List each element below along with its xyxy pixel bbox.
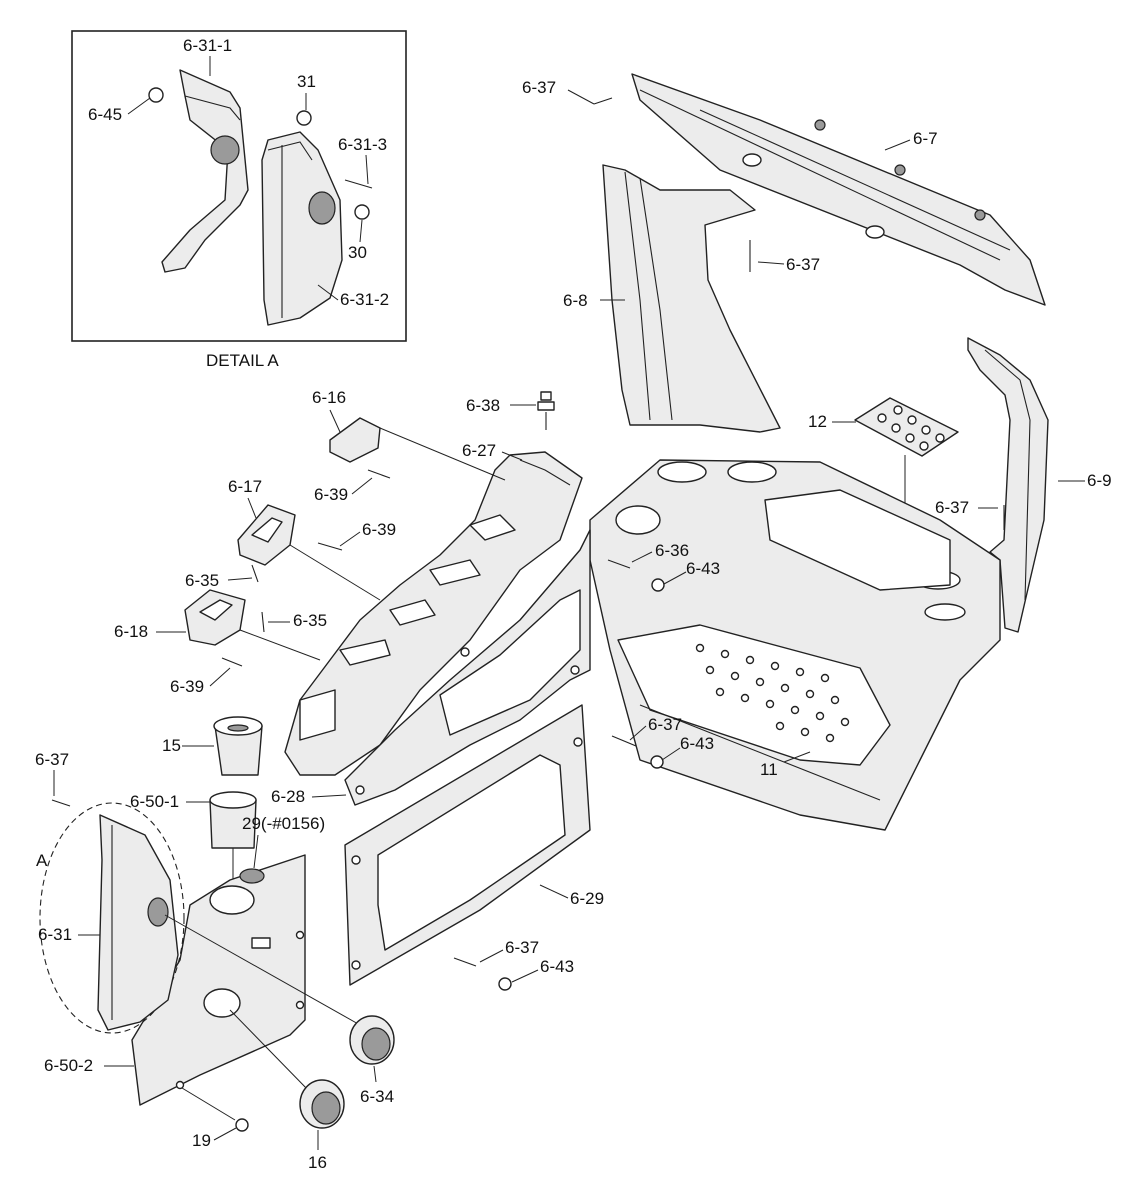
label-6-9: 6-9 [1087, 471, 1112, 490]
label-11: 11 [760, 760, 778, 779]
label-6-37-pillar: 6-37 [786, 255, 820, 274]
label-6-28: 6-28 [271, 787, 305, 806]
detail-a-frame [71, 30, 407, 342]
label-6-31: 6-31 [38, 925, 72, 944]
detail-cap-30 [354, 204, 370, 220]
part-side-panel-6-28 [344, 529, 591, 806]
screw-6-37-mid [611, 735, 637, 747]
part-console-6-27 [284, 451, 583, 776]
part-pad-12 [854, 397, 959, 457]
tray-holes [695, 643, 850, 743]
part-cup-holder-15 [213, 716, 263, 776]
label-6-35-b: 6-35 [293, 611, 327, 630]
label-19: 19 [192, 1131, 211, 1150]
screw-6-38 [537, 391, 555, 430]
label-29: 29(-#0156) [242, 814, 325, 833]
label-6-37-right: 6-37 [935, 498, 969, 517]
label-15: 15 [162, 736, 181, 755]
cap-6-43-c [498, 977, 512, 991]
part-panel-6-29 [344, 704, 591, 986]
label-6-17: 6-17 [228, 477, 262, 496]
detail-screw-6-31-3 [344, 179, 373, 189]
screw-6-35-b [261, 611, 265, 633]
cap-19 [235, 1118, 249, 1132]
detail-cap-6-45 [148, 87, 164, 103]
part-knob-16 [299, 1079, 345, 1129]
label-6-39-b: 6-39 [362, 520, 396, 539]
part-bracket-6-16 [329, 417, 381, 463]
label-6-37-left: 6-37 [35, 750, 69, 769]
label-6-43-b: 6-43 [680, 734, 714, 753]
detail-a-callout-ellipse [39, 802, 185, 1034]
label-6-36: 6-36 [655, 541, 689, 560]
label-6-27: 6-27 [462, 441, 496, 460]
part-rear-tray-11 [589, 459, 1001, 831]
label-6-39-c: 6-39 [170, 677, 204, 696]
detail-bracket-6-31-1 [161, 69, 249, 273]
screw-6-37-left [51, 799, 71, 807]
part-bracket-6-17 [237, 504, 296, 566]
detail-a-caption: DETAIL A [206, 351, 279, 370]
label-16: 16 [308, 1153, 327, 1172]
label-6-31-2: 6-31-2 [340, 290, 389, 309]
label-6-37-top: 6-37 [522, 78, 556, 97]
part-cup-6-50-1 [209, 791, 257, 849]
part-pillar-trim-6-8 [602, 164, 781, 433]
detail-cap-31 [296, 110, 312, 126]
screw-6-37-low [453, 957, 477, 967]
label-A: A [36, 851, 48, 870]
label-6-8: 6-8 [563, 291, 588, 310]
detail-housing-6-31-2 [261, 131, 343, 326]
bolt-6-39-b [317, 542, 343, 551]
label-6-7: 6-7 [913, 129, 938, 148]
label-6-29: 6-29 [570, 889, 604, 908]
label-6-37-mid: 6-37 [648, 715, 682, 734]
label-30: 30 [348, 243, 367, 262]
label-6-18: 6-18 [114, 622, 148, 641]
part-pillar-trim-6-9 [967, 337, 1049, 633]
label-6-43-a: 6-43 [686, 559, 720, 578]
label-6-31-3: 6-31-3 [338, 135, 387, 154]
label-6-16: 6-16 [312, 388, 346, 407]
label-6-39-a: 6-39 [314, 485, 348, 504]
label-6-31-1: 6-31-1 [183, 36, 232, 55]
label-6-50-2: 6-50-2 [44, 1056, 93, 1075]
part-knob-6-34 [349, 1015, 395, 1065]
part-upper-trim-6-7 [631, 73, 1046, 306]
label-6-45: 6-45 [88, 105, 122, 124]
label-6-43-c: 6-43 [540, 957, 574, 976]
part-housing-6-31 [97, 814, 179, 1031]
screw-6-36 [607, 559, 631, 569]
bolt-6-39-a [367, 469, 391, 479]
label-6-38: 6-38 [466, 396, 500, 415]
cap-6-43-b [650, 755, 664, 769]
label-6-35-a: 6-35 [185, 571, 219, 590]
label-6-37-low: 6-37 [505, 938, 539, 957]
label-6-50-1: 6-50-1 [130, 792, 179, 811]
label-31: 31 [297, 72, 316, 91]
cap-6-43-a [651, 578, 665, 592]
screw-6-35-a [251, 564, 259, 583]
part-bracket-6-18 [184, 589, 246, 646]
label-6-34: 6-34 [360, 1087, 394, 1106]
bolt-6-39-c [221, 657, 243, 667]
label-12: 12 [808, 412, 827, 431]
